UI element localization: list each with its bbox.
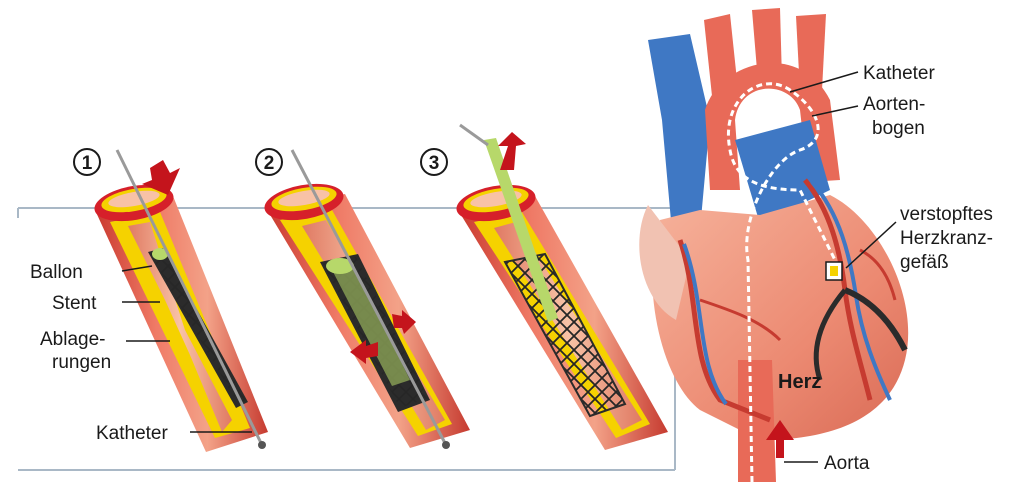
label-ablagerungen-2: rungen: [52, 352, 111, 373]
label-aortenbogen-2: bogen: [872, 118, 925, 139]
label-aorta: Aorta: [824, 453, 870, 474]
vessel-step-3: [454, 125, 668, 450]
label-verstopftes-1: verstopftes: [900, 204, 993, 225]
label-ballon: Ballon: [30, 262, 83, 283]
svg-text:3: 3: [429, 153, 440, 174]
step-2-marker: 2: [256, 149, 282, 175]
label-aortenbogen-1: Aorten-: [863, 94, 925, 115]
label-verstopftes-2: Herzkranz-: [900, 228, 993, 249]
label-stent: Stent: [52, 293, 97, 314]
vessel-step-2: [262, 150, 470, 449]
label-verstopftes-3: gefäß: [900, 252, 949, 273]
step-3-marker: 3: [421, 149, 447, 175]
step-1-marker: 1: [74, 149, 100, 175]
svg-text:2: 2: [264, 153, 275, 174]
label-katheter-left: Katheter: [96, 423, 168, 444]
label-ablagerungen-1: Ablage-: [40, 329, 106, 350]
svg-text:1: 1: [82, 153, 93, 174]
vessel-step-1: [92, 150, 268, 452]
label-herz: Herz: [778, 371, 821, 393]
label-katheter-right: Katheter: [863, 63, 935, 84]
